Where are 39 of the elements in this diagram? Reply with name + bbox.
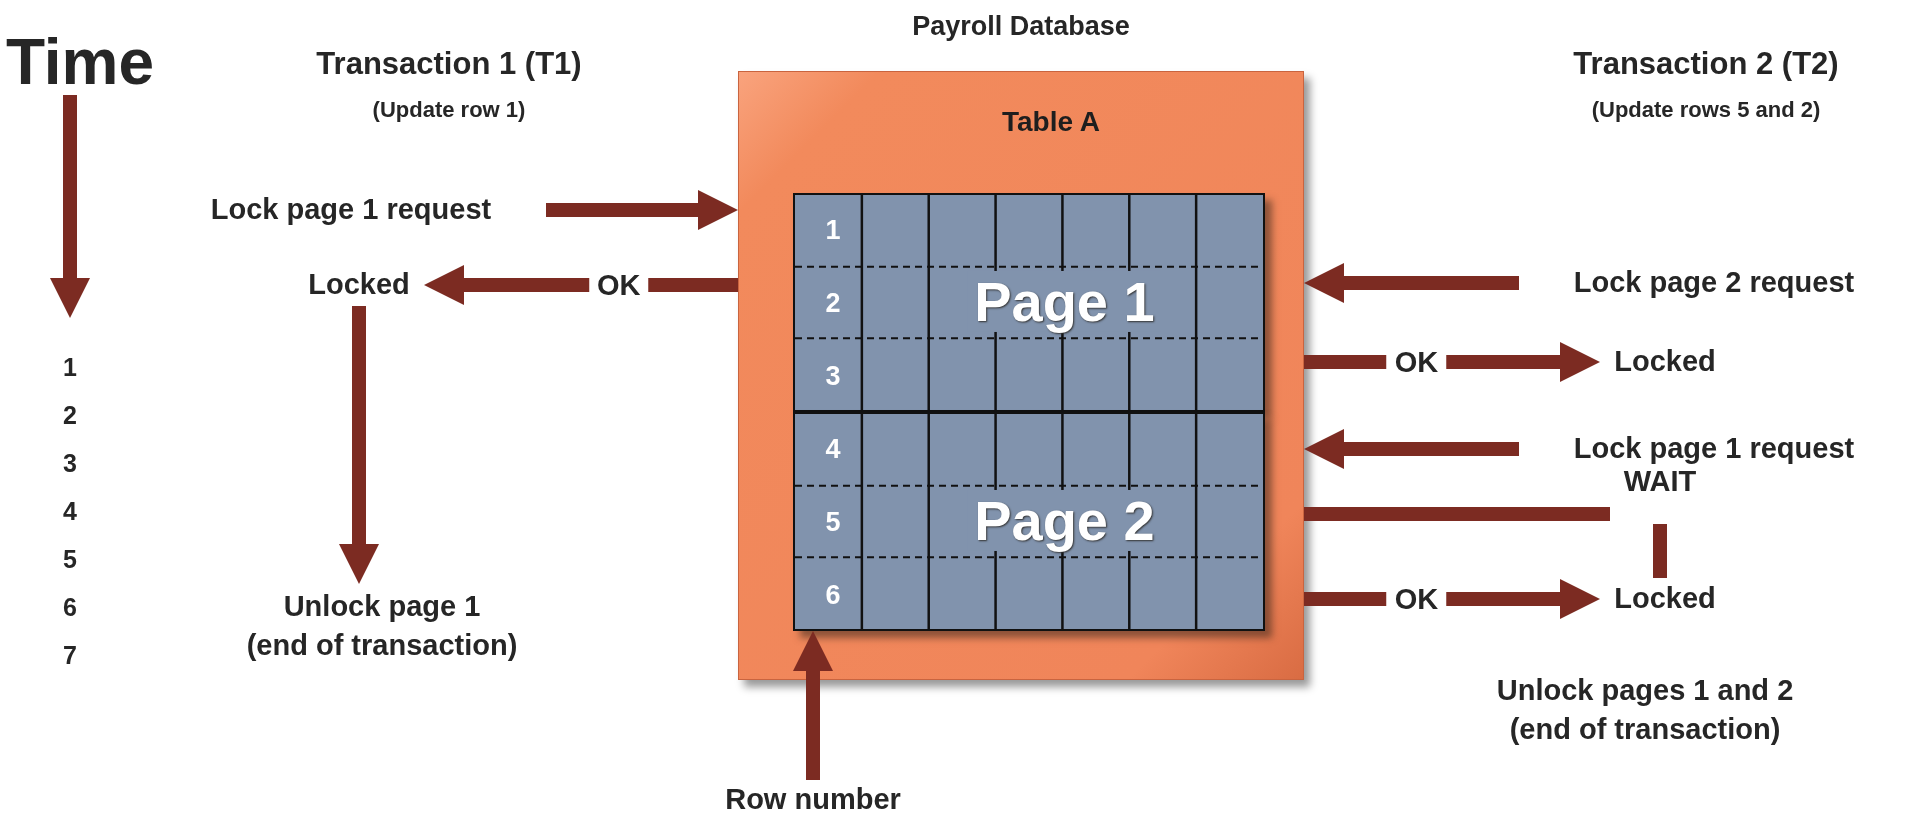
- row-number: 1: [825, 213, 841, 247]
- axis-title: Time: [5, 24, 155, 100]
- transaction-title: Transaction 1 (T1): [316, 45, 582, 84]
- step-text: Locked: [308, 267, 410, 303]
- row-number: 3: [825, 359, 841, 393]
- connector-line: [1304, 507, 1610, 521]
- time-step-number: 4: [63, 496, 77, 528]
- step-text: Locked: [1614, 581, 1716, 617]
- arrow: [1304, 429, 1519, 469]
- time-step-number: 6: [63, 592, 77, 624]
- row-number: 4: [825, 432, 841, 466]
- page-region: [793, 412, 1265, 631]
- step-text: Row number: [725, 782, 901, 818]
- arrow: [546, 190, 738, 230]
- arrow: [1304, 263, 1519, 303]
- time-step-number: 7: [63, 640, 77, 672]
- step-text: Lock page 2 request: [1573, 265, 1855, 301]
- database-title: Payroll Database: [911, 11, 1131, 42]
- step-text: Lock page 1 request: [210, 192, 492, 228]
- time-step-number: 3: [63, 448, 77, 480]
- transaction-title: Transaction 2 (T2): [1573, 45, 1839, 84]
- transaction-subtitle: (Update rows 5 and 2): [1591, 96, 1821, 125]
- step-text: Unlock pages 1 and 2 (end of transaction): [1495, 672, 1795, 747]
- row-number: 5: [825, 505, 841, 539]
- table-title: Table A: [1001, 106, 1101, 138]
- row-number: 2: [825, 286, 841, 320]
- transaction-subtitle: (Update row 1): [372, 96, 526, 125]
- row-number: 6: [825, 578, 841, 612]
- time-step-number: 5: [63, 544, 77, 576]
- step-text: Lock page 1 request: [1573, 431, 1855, 467]
- arrow: [793, 631, 833, 780]
- time-step-number: 1: [63, 352, 77, 384]
- page-region: [793, 193, 1265, 412]
- step-text: Locked: [1614, 344, 1716, 380]
- time-step-number: 2: [63, 400, 77, 432]
- step-text: WAIT: [1623, 464, 1697, 499]
- connector-line: [1653, 524, 1667, 578]
- arrow: [339, 306, 379, 584]
- step-text: Unlock page 1 (end of transaction): [246, 588, 518, 663]
